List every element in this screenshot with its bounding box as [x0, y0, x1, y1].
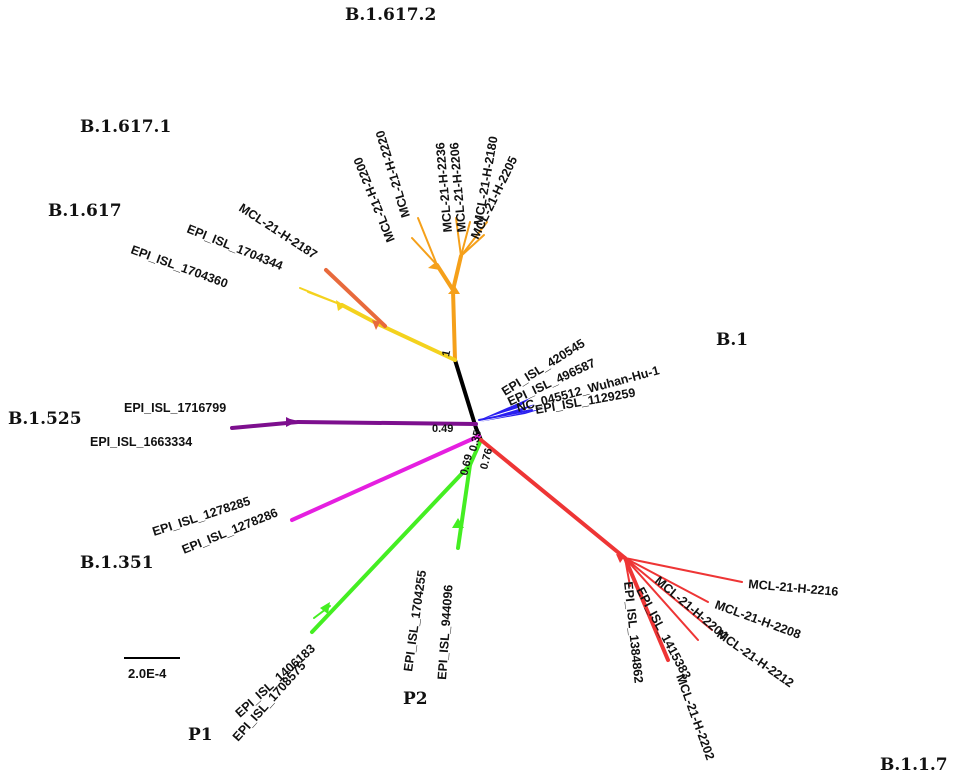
- clade-label-p1: P1: [188, 725, 213, 745]
- b1617-leaf-1704360: [299, 287, 343, 306]
- b117-leaf-2208: [624, 557, 709, 603]
- leaf-label: EPI_ISL_1663334: [90, 435, 192, 449]
- support-value: 0.69: [458, 453, 475, 477]
- node-marker: [286, 417, 296, 427]
- node-marker: [452, 518, 464, 528]
- root-stem-branch: [474, 426, 483, 442]
- b16172-leaf-2180: [460, 221, 488, 257]
- root-trunk-branch: [453, 358, 478, 430]
- node-marker: [336, 300, 345, 311]
- clade-b117-branches: [479, 438, 743, 662]
- b16172-branch-b: [451, 254, 463, 292]
- clade-label-b1525: B.1.525: [8, 409, 82, 429]
- clade-labels: B.1.617.2 B.1.617.1 B.1.617 B.1 B.1.525 …: [8, 5, 948, 775]
- scale-bar: 2.0E-4: [124, 657, 180, 681]
- b1351-stem: [290, 434, 481, 522]
- leaf-labels: MCL-21-H-2220 MCL-21-H-2200 MCL-21-H-223…: [90, 129, 839, 762]
- b1-leaf-420545: [479, 398, 530, 420]
- root-branches: [453, 358, 483, 442]
- support-value: 0.35: [467, 429, 484, 453]
- b16171-leaf-2187: [324, 268, 387, 328]
- b16172-leaf-2220: [417, 217, 438, 266]
- leaf-label: EPI_ISL_944096: [435, 584, 456, 680]
- b16172-leaf-2205: [460, 234, 485, 257]
- b16172-leaf-2206: [460, 221, 471, 257]
- b1-leaf-1129259: [478, 409, 533, 421]
- leaf-label: MCL-21-H-2202: [673, 672, 717, 762]
- b16172-branch-a: [435, 263, 455, 292]
- node-marker: [372, 320, 380, 330]
- clade-label-b1: B.1: [716, 330, 748, 350]
- support-values: 1 0.49 0.69 0.35 0.76: [432, 349, 495, 477]
- node-markers: [286, 262, 625, 614]
- clade-b1617-branches: [299, 268, 457, 362]
- clade-b1351-branches: [290, 434, 481, 522]
- b117-leaf-2216: [624, 557, 743, 583]
- clade-label-b117: B.1.1.7: [880, 755, 948, 775]
- gamma-stem: [468, 438, 483, 467]
- node-marker: [448, 286, 460, 294]
- b16172-leaf-2200: [411, 237, 438, 266]
- leaf-label: EPI_ISL_1406183: [233, 641, 318, 720]
- clade-label-b1351: B.1.351: [80, 553, 154, 573]
- leaf-label: EPI_ISL_1716799: [124, 401, 226, 415]
- b117-leaf-2202: [623, 556, 670, 662]
- leaf-label: EPI_ISL_1704360: [129, 243, 230, 291]
- leaf-label: EPI_ISL_1704255: [401, 569, 429, 672]
- support-value: 1: [440, 349, 453, 357]
- clade-label-b1617: B.1.617: [48, 201, 122, 221]
- support-value: 0.49: [432, 423, 453, 435]
- node-marker: [616, 554, 625, 563]
- b16172-leaf-2236: [455, 217, 462, 257]
- p1-stem: [310, 463, 472, 634]
- b1525-stem: [296, 420, 478, 426]
- clade-gamma-branches: [310, 438, 483, 634]
- b1617-stem: [378, 323, 457, 362]
- node-marker: [428, 262, 440, 270]
- b117-leaf-2212: [624, 557, 713, 631]
- p2-stem: [456, 463, 472, 550]
- support-value: 0.76: [478, 447, 495, 471]
- clade-b16172-branches: [411, 217, 488, 362]
- b16172-stem: [451, 288, 457, 362]
- node-marker: [320, 602, 330, 614]
- clade-b1-branches: [478, 398, 545, 422]
- clade-label-p2: P2: [403, 689, 428, 709]
- b117-leaf-2204: [624, 557, 699, 641]
- b117-stem: [479, 438, 627, 560]
- clade-label-b16171: B.1.617.1: [80, 117, 171, 137]
- clade-label-b16172: B.1.617.2: [345, 5, 436, 25]
- leaf-label: MCL-21-H-2216: [748, 577, 839, 599]
- scale-bar-label: 2.0E-4: [128, 666, 167, 681]
